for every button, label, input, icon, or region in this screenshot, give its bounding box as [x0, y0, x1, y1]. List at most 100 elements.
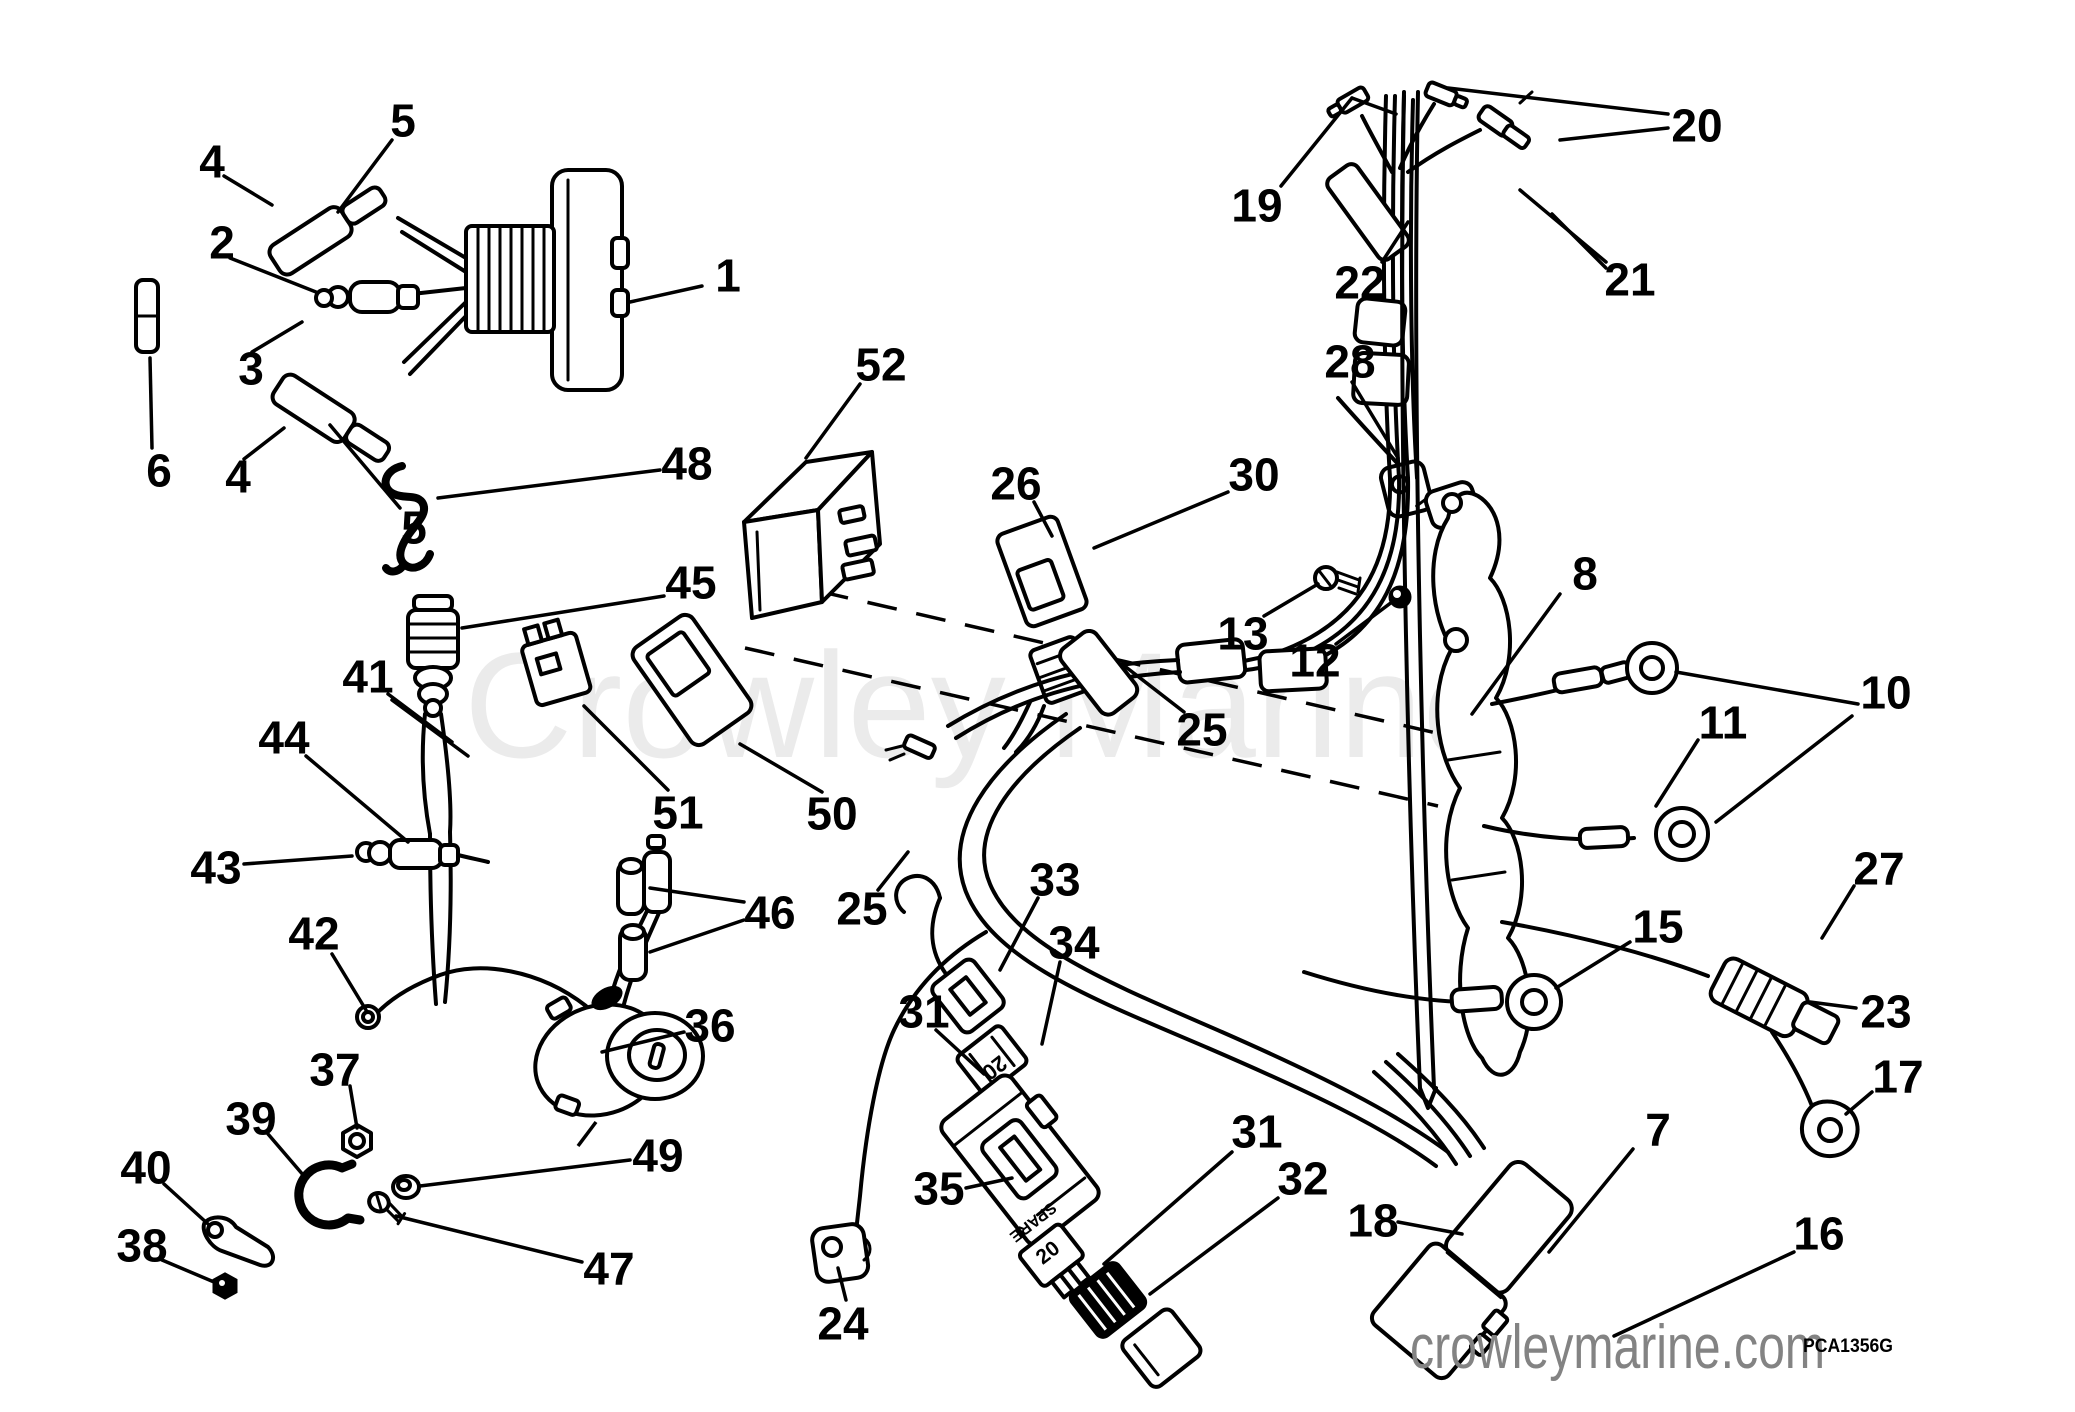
callout-label-38-38[interactable]: 38: [116, 1220, 167, 1272]
callout-label-6-5[interactable]: 6: [146, 445, 172, 497]
leader-line: [648, 918, 746, 954]
callout-label-49-49[interactable]: 49: [632, 1130, 683, 1182]
leader-line: [1279, 96, 1354, 188]
callout-label-25-25[interactable]: 25: [836, 883, 887, 935]
callout-label-46-46[interactable]: 46: [744, 887, 795, 939]
callout-label-2-1[interactable]: 2: [209, 217, 235, 269]
callout-label-7-8[interactable]: 7: [1645, 1104, 1671, 1156]
callout-label-28-28[interactable]: 28: [1324, 336, 1375, 388]
leader-line: [1714, 714, 1854, 824]
keyhole: [647, 1041, 666, 1070]
leader-line: [1808, 1000, 1858, 1010]
leader-line: [1102, 1150, 1234, 1266]
callout-label-33-33[interactable]: 33: [1029, 854, 1080, 906]
connector-1-body: [550, 168, 624, 392]
callout-label-11-11[interactable]: 11: [1699, 697, 1748, 749]
callout-label-5-4[interactable]: 5: [390, 95, 416, 147]
callout-label-22-21[interactable]: 22: [1334, 257, 1385, 309]
connector-tip-27: [1791, 1000, 1841, 1046]
leader-line: [964, 1176, 1014, 1190]
leader-line: [738, 742, 824, 794]
callout-label-31-31[interactable]: 31: [1231, 1106, 1282, 1158]
callout-label-15-14[interactable]: 15: [1632, 901, 1683, 953]
fuse-holder-35: [939, 1073, 1101, 1247]
callout-label-13-13[interactable]: 13: [1217, 608, 1268, 660]
callout-label-4-6[interactable]: 4: [225, 451, 251, 503]
leader-line: [934, 1028, 986, 1076]
key-switch-assembly: [355, 834, 705, 1118]
small-relay-51: [520, 617, 593, 708]
callout-label-31-30[interactable]: 31: [898, 986, 949, 1038]
fuse-clip-33: [930, 957, 1006, 1035]
leader-line: [1350, 380, 1400, 460]
callout-label-18-17[interactable]: 18: [1347, 1195, 1398, 1247]
sleeves-46: [616, 857, 648, 982]
callout-label-5-7[interactable]: 5: [401, 502, 427, 554]
rubber-cap-32: [1068, 1261, 1148, 1339]
leader-line: [228, 256, 318, 294]
bullet-terminal-2-3: [314, 280, 420, 314]
callout-label-43-43[interactable]: 43: [190, 842, 241, 894]
terminal-sleeve-upper: [267, 185, 388, 277]
callout-label-41-41[interactable]: 41: [342, 651, 393, 703]
leader-line: [876, 850, 910, 892]
callout-label-3-2[interactable]: 3: [238, 343, 264, 395]
callout-label-12-12[interactable]: 12: [1289, 635, 1340, 687]
callout-label-4-3[interactable]: 4: [199, 136, 225, 188]
callout-label-25-24[interactable]: 25: [1176, 704, 1227, 756]
callout-label-19-18[interactable]: 19: [1231, 180, 1282, 232]
callout-label-8-9[interactable]: 8: [1572, 548, 1598, 600]
callout-label-44-44[interactable]: 44: [258, 712, 310, 764]
callout-label-23-22[interactable]: 23: [1860, 986, 1911, 1038]
clamp-39: [294, 1159, 365, 1230]
callout-label-39-39[interactable]: 39: [225, 1093, 276, 1145]
ground-tab-24: [810, 1222, 872, 1284]
leader-line: [1350, 96, 1398, 116]
leader-line: [418, 1158, 632, 1188]
leader-line: [336, 138, 394, 214]
leader-line: [1844, 1090, 1874, 1116]
callout-label-16-15[interactable]: 16: [1793, 1208, 1844, 1260]
callout-label-36-36[interactable]: 36: [684, 1000, 735, 1052]
callout-label-10-10[interactable]: 10: [1860, 667, 1911, 719]
callout-label-17-16[interactable]: 17: [1872, 1051, 1923, 1103]
callout-label-26-26[interactable]: 26: [990, 458, 1041, 510]
callout-label-35-35[interactable]: 35: [913, 1163, 964, 1215]
callout-label-32-32[interactable]: 32: [1277, 1153, 1328, 1205]
leader-line: [998, 896, 1040, 972]
callout-label-37-37[interactable]: 37: [309, 1044, 360, 1096]
leader-line: [1547, 1147, 1635, 1254]
callout-label-48-48[interactable]: 48: [661, 438, 712, 490]
callout-label-21-20[interactable]: 21: [1604, 254, 1655, 306]
callout-label-20-19[interactable]: 20: [1671, 100, 1722, 152]
callout-label-51-51[interactable]: 51: [652, 787, 703, 839]
ring-terminal-10: [1490, 641, 1679, 706]
leader-line: [600, 1030, 686, 1054]
leader-line: [1558, 126, 1670, 142]
leader-line: [836, 1266, 848, 1302]
callout-label-27-27[interactable]: 27: [1853, 843, 1904, 895]
leader-line: [1148, 1196, 1280, 1296]
leader-line: [1334, 600, 1394, 646]
callout-label-45-45[interactable]: 45: [665, 557, 716, 609]
callout-label-52-52[interactable]: 52: [855, 339, 906, 391]
leader-line: [1262, 582, 1320, 618]
callout-label-40-40[interactable]: 40: [120, 1142, 171, 1194]
callout-label-30-29[interactable]: 30: [1228, 449, 1279, 501]
mounting-bracket-8: [1400, 90, 1532, 1110]
leader-line: [460, 594, 666, 630]
callout-label-34-34[interactable]: 34: [1048, 917, 1100, 969]
leader-line: [148, 356, 154, 450]
connector-plug-50: [630, 612, 754, 748]
part-code-text: PCA1356G: [1803, 1336, 1893, 1357]
callout-label-42-42[interactable]: 42: [288, 908, 339, 960]
leader-line: [1380, 220, 1410, 264]
callout-label-1-0[interactable]: 1: [715, 250, 741, 302]
callout-label-47-47[interactable]: 47: [583, 1243, 634, 1295]
fuse-34: [1017, 1222, 1092, 1300]
leader-line: [348, 1084, 359, 1130]
callout-label-50-50[interactable]: 50: [806, 788, 857, 840]
callout-label-24-23[interactable]: 24: [817, 1298, 869, 1350]
